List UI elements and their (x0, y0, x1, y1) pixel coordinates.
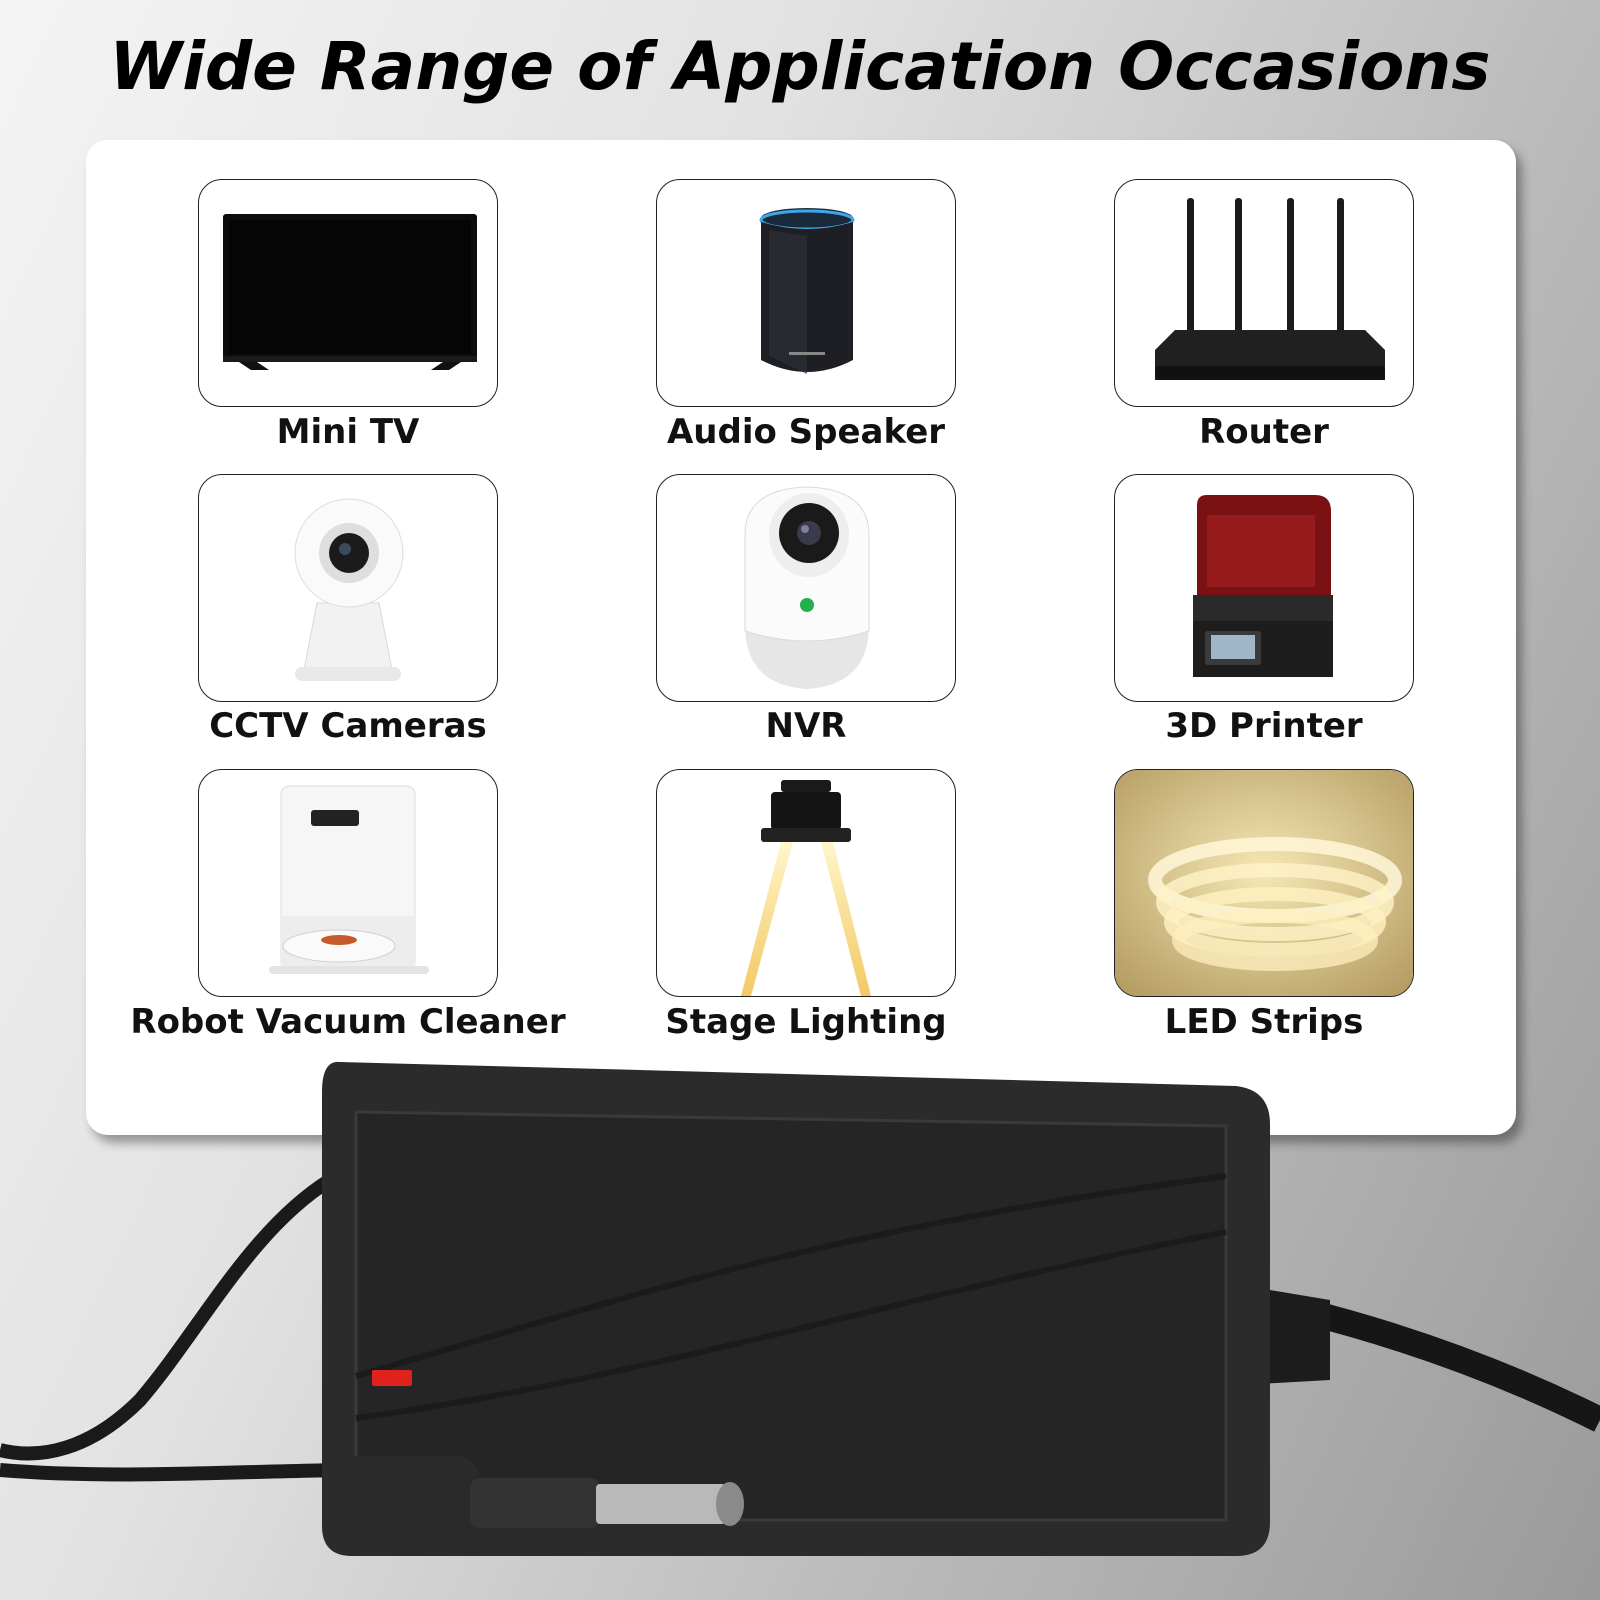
caption: 3D Printer (1165, 706, 1363, 746)
caption: Router (1199, 412, 1329, 452)
tile-nvr (656, 474, 956, 702)
headline: Wide Range of Application Occasions (109, 28, 1491, 105)
caption: Stage Lighting (665, 1002, 947, 1042)
caption: NVR (765, 706, 847, 746)
speaker-icon (759, 208, 855, 374)
caption: Mini TV (276, 412, 420, 452)
caption: LED Strips (1164, 1002, 1364, 1042)
tile-3d-printer (1114, 474, 1414, 702)
tile-audio-speaker (656, 179, 956, 407)
tv-icon (223, 214, 477, 370)
3d-printer-icon (1193, 495, 1333, 677)
tile-mini-tv (198, 179, 498, 407)
led-strip-icon (1115, 770, 1413, 996)
tile-router (1114, 179, 1414, 407)
robot-vacuum-icon (269, 785, 429, 974)
caption: CCTV Cameras (209, 706, 487, 746)
stage-light-icon (741, 780, 871, 996)
router-icon (1155, 198, 1385, 380)
tile-stage-lighting (656, 769, 956, 997)
nvr-camera-icon (744, 486, 870, 689)
cctv-camera-icon (294, 498, 404, 681)
indicator-led (372, 1370, 412, 1386)
caption: Robot Vacuum Cleaner (130, 1002, 566, 1042)
tile-cctv-cameras (198, 474, 498, 702)
caption: Audio Speaker (666, 412, 946, 452)
tile-robot-vacuum (198, 769, 498, 997)
tile-led-strips (1114, 769, 1414, 997)
